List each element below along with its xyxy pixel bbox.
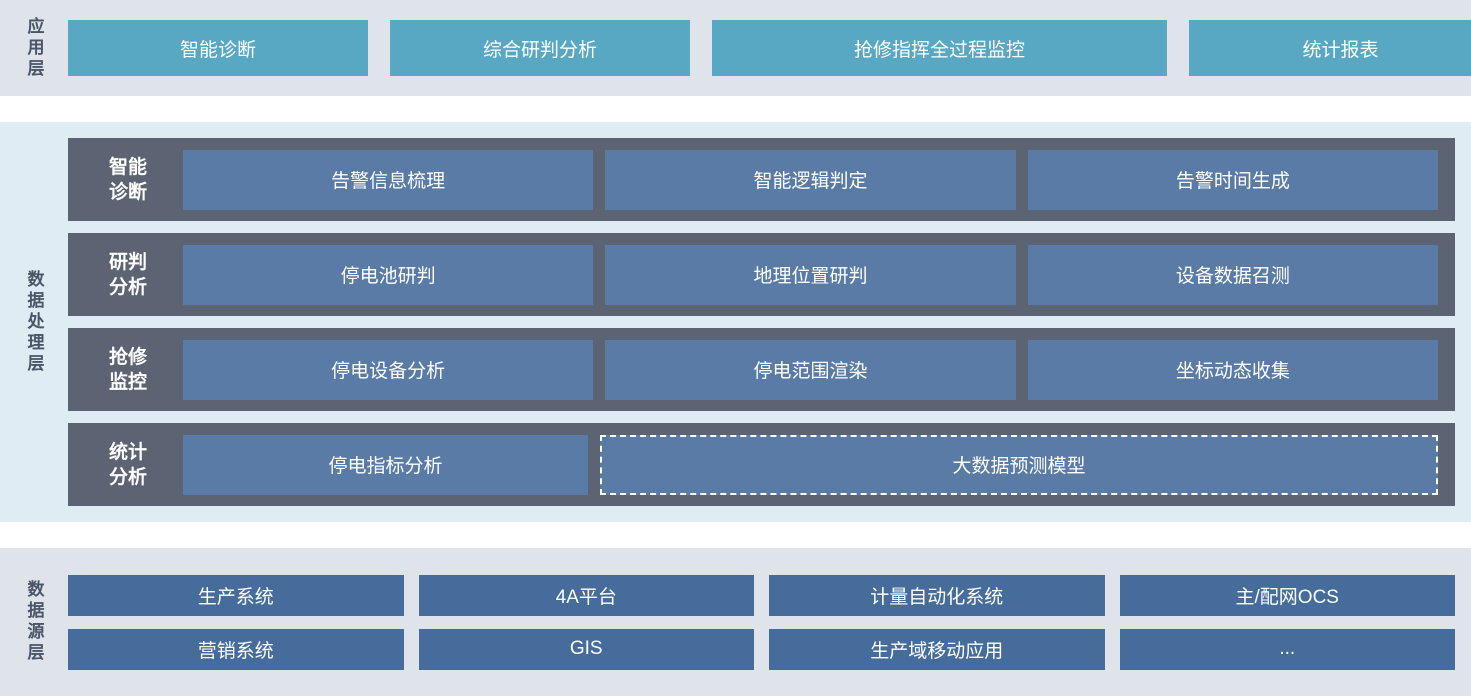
- processing-row-label: 智能 诊断: [108, 156, 147, 203]
- application-layer-band: 应用层 智能诊断 综合研判分析 抢修指挥全过程监控 统计报表: [0, 0, 1471, 96]
- proc-cell-intelligent-logic-judgment[interactable]: 智能逻辑判定: [605, 149, 1016, 210]
- app-box-statistical-report[interactable]: 统计报表: [1189, 20, 1471, 76]
- band-separator-bottom: [0, 522, 1471, 548]
- proc-cell-bigdata-prediction-model[interactable]: 大数据预测模型: [599, 434, 1438, 495]
- processing-row-label: 研判 分析: [108, 251, 147, 298]
- processing-row-cells: 停电池研判 地理位置研判 设备数据召测: [183, 244, 1438, 305]
- app-box-intelligent-diagnosis[interactable]: 智能诊断: [68, 20, 368, 76]
- source-layer-row-2: 营销系统 GIS 生产域移动应用 ...: [68, 628, 1455, 670]
- src-box-main-distribution-ocs[interactable]: 主/配网OCS: [1119, 574, 1455, 616]
- source-layer-band: 数据源层 生产系统 4A平台 计量自动化系统 主/配网OCS 营销系统 GIS …: [0, 548, 1471, 696]
- src-box-gis[interactable]: GIS: [418, 628, 754, 670]
- processing-row-cells: 告警信息梳理 智能逻辑判定 告警时间生成: [183, 149, 1438, 210]
- src-box-production-system[interactable]: 生产系统: [68, 574, 404, 616]
- proc-cell-device-data-polling[interactable]: 设备数据召测: [1027, 244, 1438, 305]
- proc-cell-outage-range-rendering[interactable]: 停电范围渲染: [605, 339, 1016, 400]
- processing-layer-label: 数据处理层: [0, 122, 68, 522]
- source-layer-label-text: 数据源层: [24, 580, 44, 664]
- src-box-4a-platform[interactable]: 4A平台: [418, 574, 754, 616]
- source-layer-grid: 生产系统 4A平台 计量自动化系统 主/配网OCS 营销系统 GIS 生产域移动…: [68, 548, 1471, 696]
- processing-layer-band: 数据处理层 智能 诊断 告警信息梳理 智能逻辑判定 告警时间生成 研判 分析 停…: [0, 122, 1471, 522]
- proc-cell-outage-pool-judgment[interactable]: 停电池研判: [183, 244, 594, 305]
- src-box-marketing-system[interactable]: 营销系统: [68, 628, 404, 670]
- proc-cell-outage-indicator-analysis[interactable]: 停电指标分析: [183, 434, 588, 495]
- src-box-metering-automation-system[interactable]: 计量自动化系统: [769, 574, 1105, 616]
- processing-layer-label-text: 数据处理层: [24, 269, 44, 375]
- processing-row-judgment-analysis: 研判 分析 停电池研判 地理位置研判 设备数据召测: [68, 233, 1455, 316]
- proc-cell-coordinate-dynamic-collection[interactable]: 坐标动态收集: [1027, 339, 1438, 400]
- app-box-repair-command-monitoring[interactable]: 抢修指挥全过程监控: [712, 20, 1167, 76]
- src-box-more[interactable]: ...: [1119, 628, 1455, 670]
- source-layer-row-1: 生产系统 4A平台 计量自动化系统 主/配网OCS: [68, 574, 1455, 616]
- source-layer-label: 数据源层: [0, 548, 68, 696]
- processing-row-cells: 停电指标分析 大数据预测模型: [183, 434, 1438, 495]
- app-box-comprehensive-analysis[interactable]: 综合研判分析: [390, 20, 690, 76]
- band-separator-top: [0, 96, 1471, 122]
- proc-cell-alarm-time-generation[interactable]: 告警时间生成: [1027, 149, 1438, 210]
- processing-row-label: 统计 分析: [108, 441, 147, 488]
- proc-cell-geographic-location-judgment[interactable]: 地理位置研判: [605, 244, 1016, 305]
- processing-row-intelligent-diagnosis: 智能 诊断 告警信息梳理 智能逻辑判定 告警时间生成: [68, 138, 1455, 221]
- processing-layer-rows: 智能 诊断 告警信息梳理 智能逻辑判定 告警时间生成 研判 分析 停电池研判 地…: [68, 122, 1471, 522]
- application-layer-label: 应用层: [0, 0, 68, 96]
- application-layer-label-text: 应用层: [24, 16, 44, 80]
- processing-row-cells: 停电设备分析 停电范围渲染 坐标动态收集: [183, 339, 1438, 400]
- processing-row-statistical-analysis: 统计 分析 停电指标分析 大数据预测模型: [68, 423, 1455, 506]
- src-box-production-mobile-app[interactable]: 生产域移动应用: [769, 628, 1105, 670]
- application-layer-boxes: 智能诊断 综合研判分析 抢修指挥全过程监控 统计报表: [68, 0, 1471, 96]
- processing-row-repair-monitoring: 抢修 监控 停电设备分析 停电范围渲染 坐标动态收集: [68, 328, 1455, 411]
- proc-cell-alarm-info-sorting[interactable]: 告警信息梳理: [183, 149, 594, 210]
- processing-row-label: 抢修 监控: [108, 346, 147, 393]
- proc-cell-outage-device-analysis[interactable]: 停电设备分析: [183, 339, 594, 400]
